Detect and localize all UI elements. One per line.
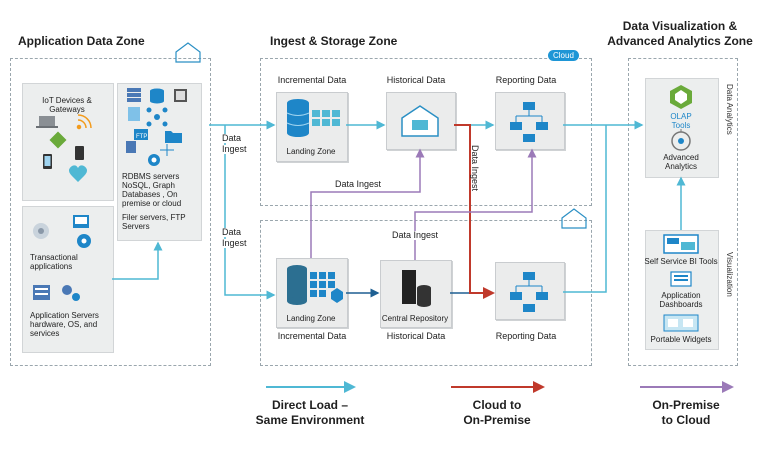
server-icon xyxy=(127,88,141,102)
nosql-icon xyxy=(128,107,140,121)
cloud-reporting-header: Reporting Data xyxy=(495,75,557,85)
cloud-landing-zone-label: Landing Zone xyxy=(286,147,336,156)
legend-cloud-label-1: Cloud to xyxy=(472,398,522,412)
data-ingest-bottom-label-1: Data xyxy=(222,227,242,237)
data-ingest-onprem-label: Data Ingest xyxy=(392,230,439,240)
onprem-to-cloud-historical-arrow xyxy=(310,148,425,258)
onprem-reporting-icon xyxy=(510,272,548,312)
apps-to-rdbms-arrow xyxy=(112,241,163,280)
trans-label-2: applications xyxy=(30,262,73,271)
ftp-icon: FTP xyxy=(134,129,148,140)
app-to-landing-bot-arrow xyxy=(224,125,276,300)
app-zone-title: Application Data Zone xyxy=(18,34,145,48)
olap-label-2: Tools xyxy=(671,121,691,130)
data-warehouse-icon xyxy=(401,105,439,137)
appserv-label-3: services xyxy=(30,329,60,338)
disk-icon xyxy=(33,223,49,239)
dashboards-label-2: Dashboards xyxy=(659,300,703,309)
onprem-reporting-to-viz-arrow xyxy=(563,125,607,293)
gears-icon xyxy=(62,285,80,301)
app-zone-border xyxy=(10,58,211,366)
onprem-landing-grid-icon xyxy=(310,272,335,297)
iot-label-1: IoT Devices & xyxy=(42,96,92,105)
cloud-incremental-header: Incremental Data xyxy=(277,75,347,85)
iot-devices-box xyxy=(22,83,114,201)
legend-direct-label-1: Direct Load – xyxy=(271,398,349,412)
portable-widgets-label: Portable Widgets xyxy=(650,335,712,344)
data-ingest-top-label-1: Data xyxy=(222,133,242,143)
bi-tools-icon xyxy=(663,234,699,254)
gear-cloud-icon xyxy=(77,234,91,248)
reporting-icon xyxy=(510,102,548,142)
viz-zone-title-line1: Data Visualization & xyxy=(622,19,738,33)
rdbms-label-3: Databases , On xyxy=(122,190,178,199)
onprem-reporting-tile xyxy=(495,262,565,320)
database-icon xyxy=(150,88,164,104)
data-ingest-vertical-label: Data Ingest xyxy=(470,145,480,192)
cloud-historical-header: Historical Data xyxy=(386,75,446,85)
hex-icon xyxy=(331,288,343,303)
iot-label-2: Gateways xyxy=(49,105,85,114)
rdbms-label-1: RDBMS servers xyxy=(122,172,180,181)
self-service-bi-label: Self Service BI Tools xyxy=(644,257,718,266)
tablet-icon xyxy=(75,146,84,160)
cloud-to-onprem-arrow xyxy=(454,124,495,299)
trans-label-1: Transactional xyxy=(30,253,78,262)
dashboards-label-1: Application xyxy=(661,291,701,300)
landing-zone-grid-icon xyxy=(312,110,340,126)
ingest-zone-title: Ingest & Storage Zone xyxy=(270,34,398,48)
laptop-icon xyxy=(36,116,58,128)
gear-db-icon xyxy=(148,154,160,166)
svg-text:FTP: FTP xyxy=(136,134,147,140)
filer-label-1: Filer servers, FTP xyxy=(122,213,186,222)
advanced-analytics-label-1: Advanced xyxy=(663,153,699,162)
rdbms-label-4: premise or cloud xyxy=(122,199,182,208)
rdbms-label-2: NoSQL, Graph xyxy=(122,181,175,190)
onprem-reporting-header: Reporting Data xyxy=(495,331,557,341)
widget-icon xyxy=(663,314,699,332)
onprem-central-repo-label: Central Repository xyxy=(381,314,449,323)
appserv-label-1: Application Servers xyxy=(30,311,99,320)
onprem-zone-border xyxy=(260,220,592,366)
data-ingest-top-label-2: Ingest xyxy=(222,144,247,154)
phone-icon xyxy=(43,154,52,169)
olap-cube-icon xyxy=(670,85,692,109)
onprem-incremental-header: Incremental Data xyxy=(277,331,347,341)
onprem-landing-db-icon xyxy=(287,265,307,305)
legend-onprem-label-1: On-Premise xyxy=(652,398,720,412)
wifi-icon xyxy=(76,114,92,130)
data-ingest-cloud-label: Data Ingest xyxy=(335,179,382,189)
cart-icon xyxy=(73,215,89,228)
landing-zone-db-icon xyxy=(286,99,310,137)
data-ingest-bottom-label-2: Ingest xyxy=(222,238,247,248)
central-repository-icon xyxy=(402,270,431,307)
filer-label-2: Servers xyxy=(122,222,150,231)
server-rack-icon xyxy=(33,285,50,300)
legend-cloud-label-2: On-Premise xyxy=(463,413,531,427)
advanced-analytics-label-2: Analytics xyxy=(664,162,697,171)
heart-monitor-icon xyxy=(69,165,87,182)
folder-icon xyxy=(165,131,182,143)
graph-icon xyxy=(146,107,168,127)
viz-zone-title-line2: Advanced Analytics Zone xyxy=(607,34,753,48)
storage-icon xyxy=(174,89,187,102)
analytics-box xyxy=(645,78,719,178)
onprem-historical-header: Historical Data xyxy=(386,331,446,341)
onprem-landing-zone-label: Landing Zone xyxy=(286,314,336,323)
file-server-icon xyxy=(126,141,136,153)
appserv-label-2: hardware, OS, and xyxy=(30,320,98,329)
legend-onprem-label-2: to Cloud xyxy=(661,413,711,427)
viz-zone-border xyxy=(628,58,738,366)
legend-direct-label-2: Same Environment xyxy=(255,413,365,427)
cloud-badge: Cloud xyxy=(548,50,579,61)
dashboard-icon xyxy=(670,271,692,287)
network-icon xyxy=(160,144,174,156)
cloud-zone-border xyxy=(260,58,592,206)
olap-label-1: OLAP xyxy=(670,112,692,121)
